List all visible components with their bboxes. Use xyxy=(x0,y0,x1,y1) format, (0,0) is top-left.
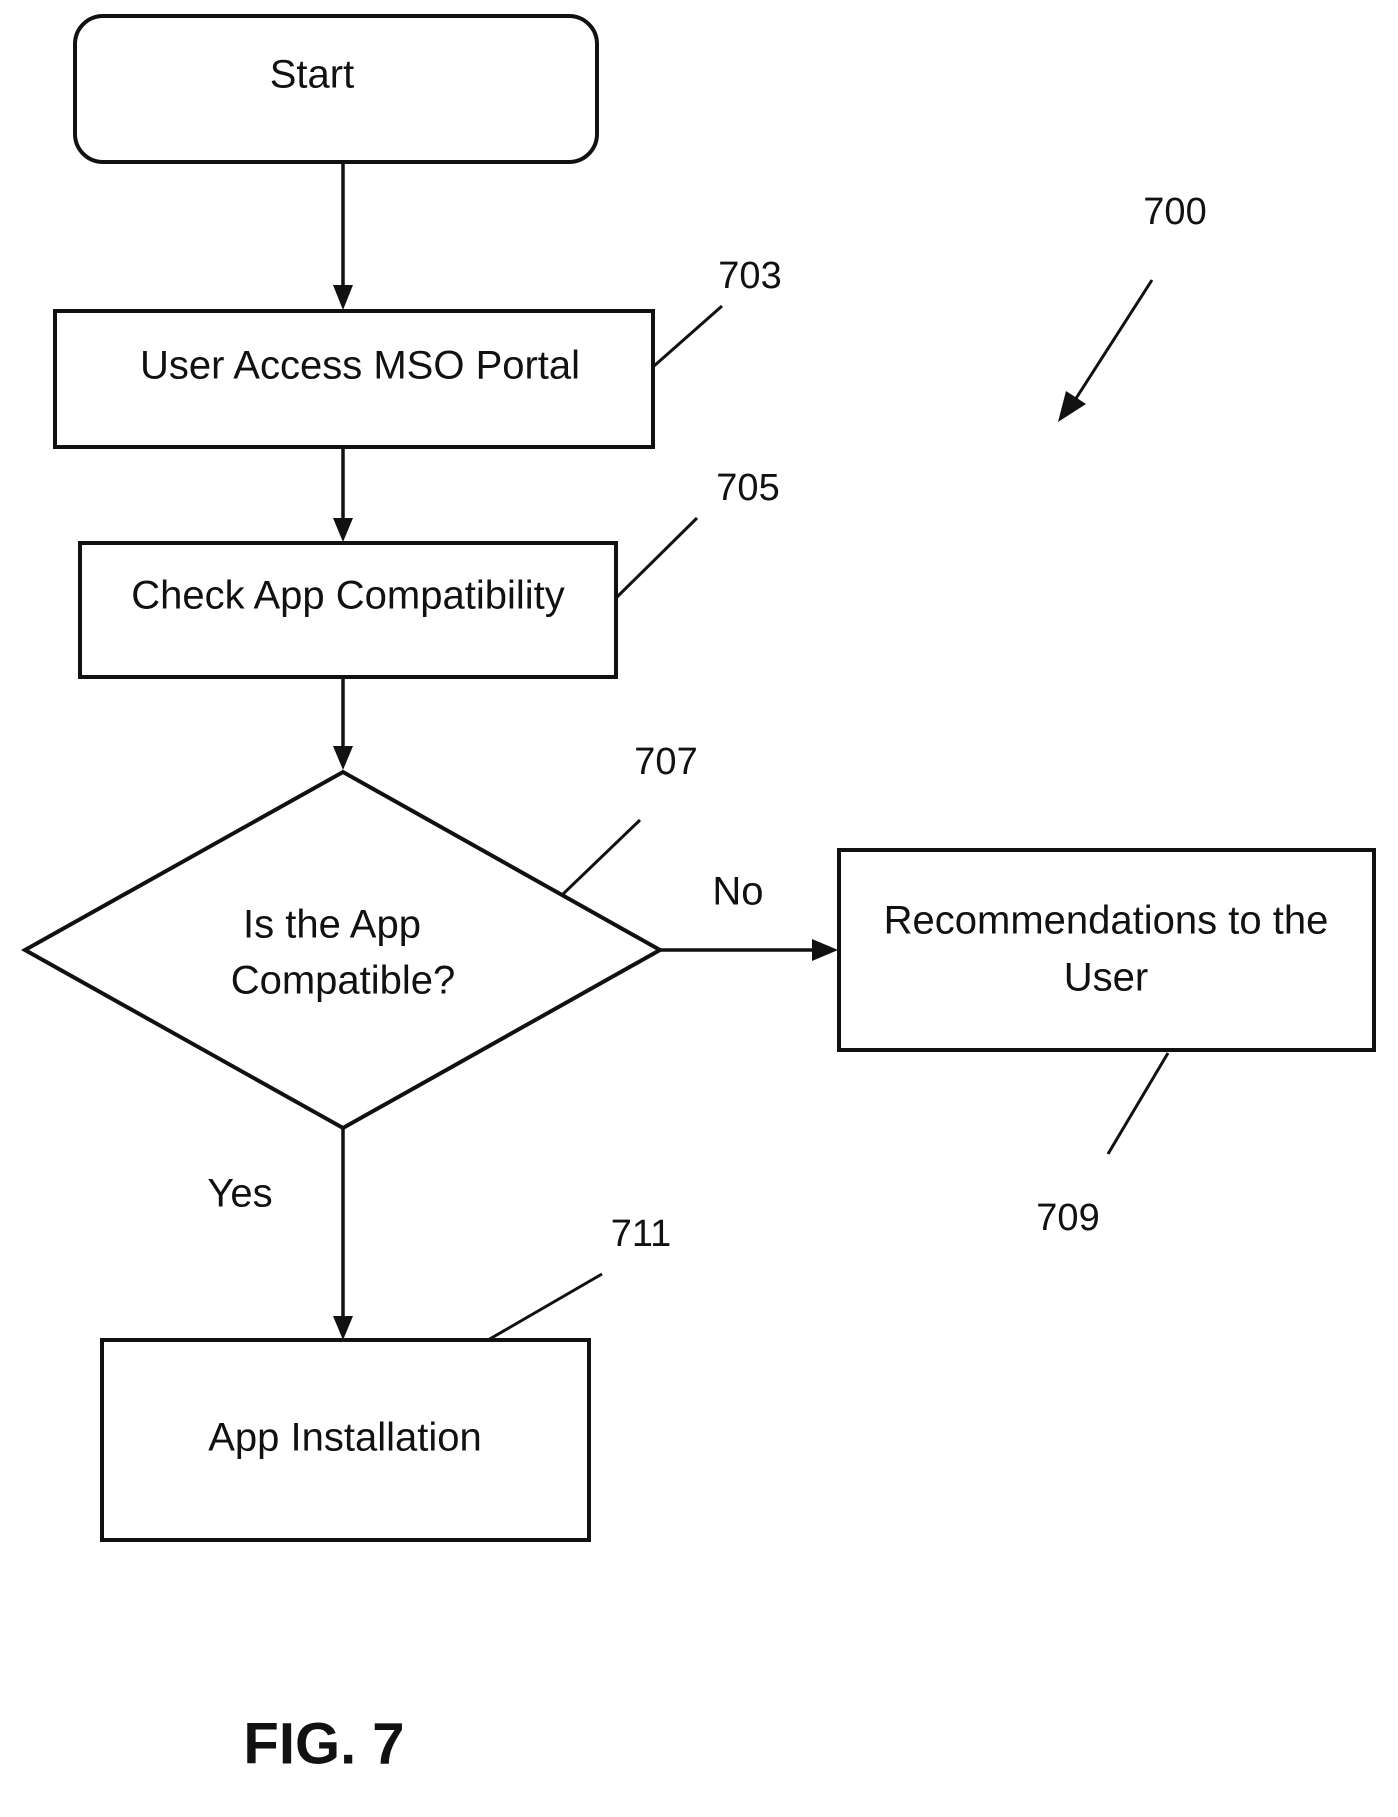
ref-703: 703 xyxy=(718,255,781,297)
leader-703 xyxy=(654,306,722,366)
figure-ref-arrow-line xyxy=(1075,280,1152,400)
no-label: No xyxy=(712,870,763,914)
yes-label: Yes xyxy=(207,1172,272,1216)
leader-705 xyxy=(617,518,697,597)
decision-label-line1: Is the App xyxy=(243,903,421,947)
access-portal-label: User Access MSO Portal xyxy=(140,344,580,388)
start-label: Start xyxy=(270,53,354,97)
decision-label-line2: Compatible? xyxy=(231,959,456,1003)
installation-label: App Installation xyxy=(208,1416,482,1460)
arrowhead-decision-yes xyxy=(333,1316,353,1340)
ref-707: 707 xyxy=(634,741,697,783)
arrowhead-check-to-decision xyxy=(333,746,353,770)
figure-ref-arrowhead xyxy=(1058,391,1086,422)
arrowhead-portal-to-check xyxy=(333,518,353,542)
figure-caption: FIG. 7 xyxy=(243,1711,404,1776)
decision-diamond xyxy=(25,772,660,1128)
ref-709: 709 xyxy=(1036,1197,1099,1239)
arrowhead-start-to-portal xyxy=(333,285,353,310)
recommendations-box xyxy=(839,850,1374,1050)
arrowhead-decision-no xyxy=(812,939,838,961)
ref-700: 700 xyxy=(1143,191,1206,233)
leader-709 xyxy=(1108,1053,1168,1154)
recommendations-label-line1: Recommendations to the xyxy=(884,899,1329,943)
check-compat-label: Check App Compatibility xyxy=(131,574,565,618)
ref-705: 705 xyxy=(716,467,779,509)
ref-711: 711 xyxy=(611,1213,672,1255)
leader-711 xyxy=(488,1274,602,1340)
recommendations-label-line2: User xyxy=(1064,956,1148,1000)
leader-707 xyxy=(562,820,640,895)
